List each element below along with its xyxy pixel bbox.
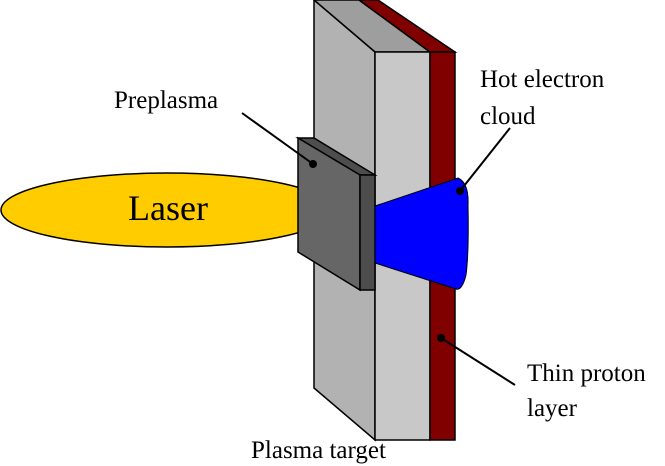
hot-electron-label-line1: Hot electron: [480, 66, 605, 93]
plasma-target-label: Plasma target: [251, 437, 386, 464]
preplasma-leader: [241, 112, 317, 168]
proton-layer-leader-dot: [437, 334, 445, 342]
preplasma-block: [295, 136, 378, 292]
preplasma-leader-dot: [309, 160, 317, 168]
laser-label: Laser: [128, 188, 208, 228]
proton-layer-leader: [437, 334, 516, 386]
hot-electron-label-line2: cloud: [480, 103, 536, 130]
thin-proton-label-line2: layer: [527, 395, 578, 422]
preplasma-right-edge: [359, 174, 376, 291]
hot-electron-cloud: [374, 177, 469, 290]
hot-electron-leader-dot: [456, 187, 464, 195]
thin-proton-label-line1: Thin proton: [527, 360, 646, 387]
hot-electron-leader: [456, 127, 511, 195]
preplasma-label: Preplasma: [114, 87, 218, 114]
